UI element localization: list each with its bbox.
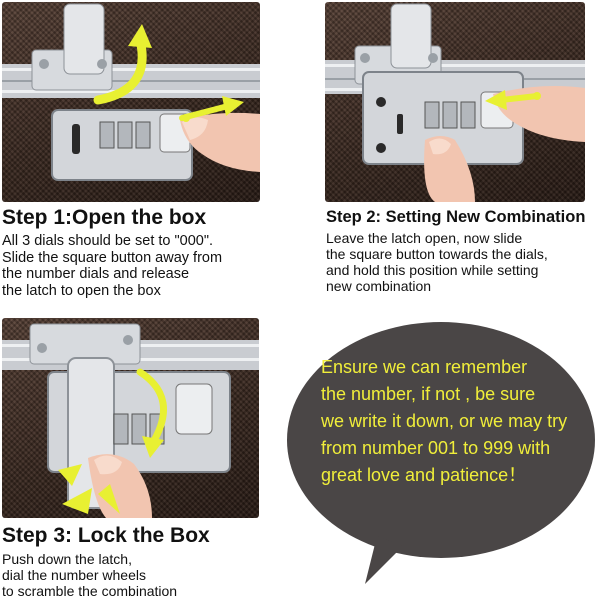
step3-photo bbox=[2, 318, 259, 518]
step1-body: All 3 dials should be set to "000". Slid… bbox=[2, 233, 223, 300]
curved-up-arrow-icon bbox=[93, 24, 152, 105]
step3-body: Push down the latch, dial the number whe… bbox=[2, 551, 178, 599]
step3-caption: Step 3: Lock the Box Push down the latch… bbox=[2, 524, 282, 599]
speech-bubble: Ensure we can remember the number, if no… bbox=[285, 318, 597, 586]
right-arrow-icon bbox=[179, 96, 244, 122]
step2-caption: Step 2: Setting New Combination Leave th… bbox=[326, 208, 598, 295]
step2-title: Step 2: Setting New Combination bbox=[326, 208, 586, 226]
step1-title: Step 1:Open the box bbox=[2, 206, 207, 229]
step3-title: Step 3: Lock the Box bbox=[2, 524, 210, 547]
left-arrow-icon bbox=[485, 90, 541, 110]
step1-photo bbox=[2, 2, 260, 202]
curved-down-arrow-icon bbox=[136, 368, 168, 458]
press-burst-icon bbox=[58, 464, 120, 514]
step2-photo bbox=[325, 2, 585, 202]
step1-caption: Step 1:Open the box All 3 dials should b… bbox=[2, 206, 292, 300]
bubble-text: Ensure we can remember the number, if no… bbox=[321, 357, 568, 485]
step2-body: Leave the latch open, now slide the squa… bbox=[326, 230, 548, 295]
